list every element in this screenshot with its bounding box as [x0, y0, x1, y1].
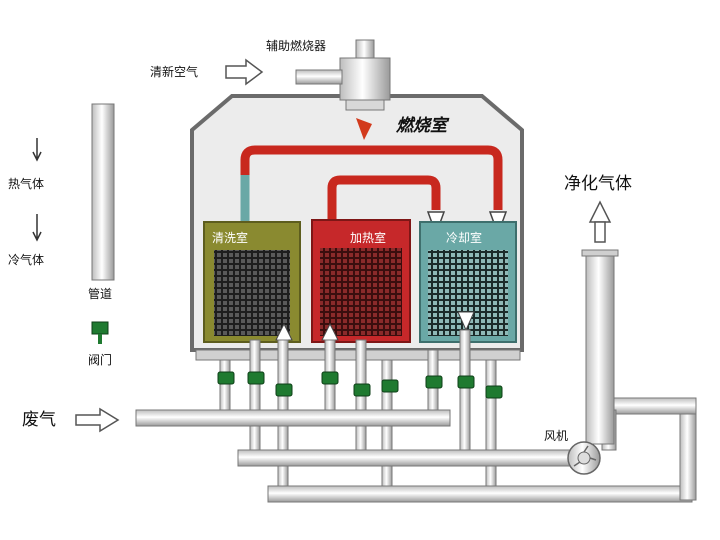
clean-gas-label: 净化气体 — [564, 174, 632, 194]
valve-icon — [275, 383, 293, 397]
hot-pipe-right — [327, 175, 441, 225]
valve-icon — [217, 371, 235, 385]
middle-pipe — [237, 449, 585, 467]
valve-icon — [457, 375, 475, 389]
cold-gas-label: 冷气体 — [8, 253, 45, 267]
valve-icon — [321, 371, 339, 385]
waste-gas-pipe — [135, 409, 451, 427]
combustion-chamber-label: 燃烧室 — [396, 116, 447, 136]
chamber-clean-label: 清洗室 — [212, 231, 249, 245]
right-arrow-icon — [225, 58, 264, 86]
valve-label: 阀门 — [88, 353, 113, 367]
right-arrow-icon — [75, 407, 120, 433]
valve-icon — [425, 375, 443, 389]
valves — [217, 371, 503, 399]
valve-icon — [247, 371, 265, 385]
fresh-air-label: 清新空气 — [150, 65, 199, 79]
up-arrow-icon — [588, 200, 612, 223]
valve-icon — [381, 379, 399, 393]
chamber-heat-label: 加热室 — [350, 231, 387, 245]
hot-gas-label: 热气体 — [8, 177, 45, 191]
right-duct-horizontal — [611, 397, 697, 415]
right-duct-vertical — [679, 399, 697, 501]
aux-burner — [295, 39, 391, 140]
flame-icon — [356, 118, 372, 140]
aux-burner-label: 辅助燃烧器 — [266, 39, 327, 53]
fan-icon — [567, 441, 601, 475]
down-arrow-icon — [32, 214, 42, 242]
clean-gas-stack — [585, 251, 615, 445]
chamber-clean — [203, 221, 301, 343]
hot-pipe-left — [240, 145, 503, 228]
legend-pipe — [91, 103, 115, 281]
chamber-cool-label: 冷却室 — [446, 231, 483, 245]
down-arrow-icon — [457, 311, 475, 332]
pipe-label: 管道 — [88, 287, 113, 301]
valve-icon — [485, 385, 503, 399]
chamber-heat — [311, 219, 411, 343]
fan-label: 风机 — [544, 429, 569, 443]
down-arrow-icon — [32, 138, 42, 162]
valve-icon — [91, 321, 109, 344]
waste-gas-label: 废气 — [22, 410, 56, 430]
valve-icon — [353, 383, 371, 397]
bottom-pipe — [267, 485, 693, 503]
